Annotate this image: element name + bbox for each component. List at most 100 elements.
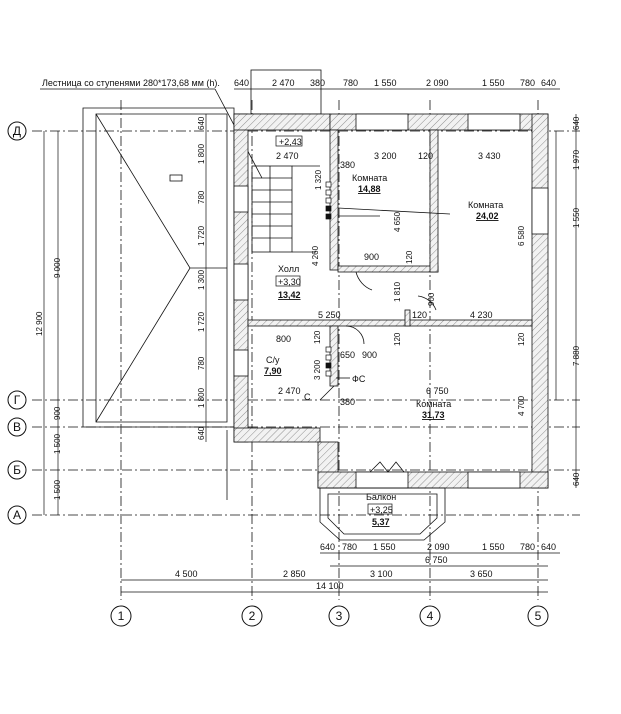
svg-text:1 500: 1 500 xyxy=(53,479,62,500)
svg-text:780: 780 xyxy=(342,542,357,552)
svg-text:640: 640 xyxy=(320,542,335,552)
svg-text:900: 900 xyxy=(364,252,379,262)
dims-bottom-row3: 4 500 2 850 3 100 3 650 xyxy=(175,569,493,579)
svg-text:5: 5 xyxy=(535,609,542,623)
dims-left-axis-col: 9 000 900 1 500 1 500 xyxy=(53,257,62,500)
svg-text:3 430: 3 430 xyxy=(478,151,501,161)
svg-text:1 550: 1 550 xyxy=(373,542,396,552)
axis-bubble-b: Б xyxy=(7,460,27,480)
svg-text:Комната: Комната xyxy=(416,399,451,409)
svg-text:1 550: 1 550 xyxy=(482,78,505,88)
svg-text:1 550: 1 550 xyxy=(482,542,505,552)
svg-text:Балкон: Балкон xyxy=(366,492,396,502)
svg-text:6 750: 6 750 xyxy=(426,386,449,396)
svg-text:120: 120 xyxy=(405,250,414,264)
svg-text:7 880: 7 880 xyxy=(572,345,581,366)
room-label-komnata-3: Комната 31,73 xyxy=(416,399,451,420)
svg-text:1 300: 1 300 xyxy=(197,269,206,290)
dims-right-col: 640 1 970 1 550 7 880 640 xyxy=(572,116,581,486)
svg-text:+2,43: +2,43 xyxy=(279,137,302,147)
svg-text:2 470: 2 470 xyxy=(276,151,299,161)
svg-text:900: 900 xyxy=(427,292,436,306)
staircase xyxy=(251,165,320,253)
svg-text:24,02: 24,02 xyxy=(476,211,499,221)
svg-text:780: 780 xyxy=(197,356,206,370)
svg-text:1 500: 1 500 xyxy=(53,433,62,454)
svg-text:640: 640 xyxy=(572,472,581,486)
svg-text:780: 780 xyxy=(520,78,535,88)
dims-bottom-row1: 640 780 1 550 2 090 1 550 780 640 xyxy=(320,542,556,552)
svg-text:120: 120 xyxy=(517,332,526,346)
axis-bubble-d: Д xyxy=(7,121,27,141)
level-mark-top: +2,43 xyxy=(275,135,303,147)
svg-text:3 650: 3 650 xyxy=(470,569,493,579)
axis-bubble-g: Г xyxy=(7,390,27,410)
doors xyxy=(319,271,437,473)
svg-text:1 550: 1 550 xyxy=(572,207,581,228)
dims-left-col1: 640 1 800 780 1 720 1 300 1 720 780 1 80… xyxy=(197,116,206,440)
svg-text:640: 640 xyxy=(197,116,206,130)
svg-text:780: 780 xyxy=(520,542,535,552)
room-label-balcony: Балкон +3,25 5,37 xyxy=(366,492,396,527)
svg-text:4 500: 4 500 xyxy=(175,569,198,579)
svg-text:380: 380 xyxy=(340,397,355,407)
svg-text:Комната: Комната xyxy=(352,173,387,183)
svg-text:2 470: 2 470 xyxy=(272,78,295,88)
axis-bubble-2: 2 xyxy=(241,605,263,627)
balcony xyxy=(319,487,446,541)
svg-text:800: 800 xyxy=(276,334,291,344)
svg-text:Г: Г xyxy=(14,393,21,407)
exterior-walls xyxy=(233,113,549,489)
svg-text:4 260: 4 260 xyxy=(311,245,320,266)
svg-text:1 800: 1 800 xyxy=(197,387,206,408)
svg-text:640: 640 xyxy=(234,78,249,88)
dims-top-row: 640 2 470 380 780 1 550 2 090 1 550 780 … xyxy=(234,78,556,88)
svg-text:7,90: 7,90 xyxy=(264,366,282,376)
label-c: С xyxy=(304,392,311,402)
svg-text:2 090: 2 090 xyxy=(427,542,450,552)
svg-text:5,37: 5,37 xyxy=(372,517,390,527)
svg-text:1: 1 xyxy=(118,609,125,623)
svg-text:13,42: 13,42 xyxy=(278,290,301,300)
svg-text:Комната: Комната xyxy=(468,200,503,210)
axis-bubble-3: 3 xyxy=(328,605,350,627)
svg-text:1 810: 1 810 xyxy=(393,281,402,302)
svg-text:2: 2 xyxy=(249,609,256,623)
svg-text:120: 120 xyxy=(313,330,322,344)
svg-text:9 000: 9 000 xyxy=(53,257,62,278)
svg-text:3 100: 3 100 xyxy=(370,569,393,579)
svg-text:3 200: 3 200 xyxy=(374,151,397,161)
dim-left-total: 12 900 xyxy=(35,311,44,336)
room-label-bathroom: С/у 7,90 xyxy=(264,355,282,376)
svg-text:1 970: 1 970 xyxy=(572,149,581,170)
svg-text:5 250: 5 250 xyxy=(318,310,341,320)
room-label-komnata-2: Комната 24,02 xyxy=(468,200,503,221)
svg-text:1 720: 1 720 xyxy=(197,225,206,246)
svg-text:6 580: 6 580 xyxy=(517,225,526,246)
svg-text:120: 120 xyxy=(393,332,402,346)
svg-text:640: 640 xyxy=(572,116,581,130)
svg-text:4 230: 4 230 xyxy=(470,310,493,320)
svg-text:+3,25: +3,25 xyxy=(370,505,393,515)
svg-text:3 200: 3 200 xyxy=(313,359,322,380)
vent-ducts xyxy=(325,181,451,379)
svg-text:900: 900 xyxy=(53,406,62,420)
svg-text:2 090: 2 090 xyxy=(426,78,449,88)
lower-roof xyxy=(82,107,235,500)
axis-bubble-1: 1 xyxy=(110,605,132,627)
svg-text:1 320: 1 320 xyxy=(314,169,323,190)
svg-text:Б: Б xyxy=(13,463,21,477)
svg-text:2 470: 2 470 xyxy=(278,386,301,396)
svg-text:1 550: 1 550 xyxy=(374,78,397,88)
svg-text:4: 4 xyxy=(427,609,434,623)
axis-bubble-5: 5 xyxy=(527,605,549,627)
stair-note: Лестница со ступенями 280*173,68 мм (h). xyxy=(42,78,220,88)
svg-text:120: 120 xyxy=(412,310,427,320)
dims-inner: 2 470 3 200 120 3 430 380 1 320 4 650 6 … xyxy=(276,151,526,416)
label-fs: ФС xyxy=(352,374,366,384)
svg-text:380: 380 xyxy=(340,160,355,170)
dim-bottom-row2: 6 750 xyxy=(425,555,448,565)
room-label-hall: Холл +3,30 13,42 xyxy=(275,264,301,300)
svg-text:650: 650 xyxy=(340,350,355,360)
